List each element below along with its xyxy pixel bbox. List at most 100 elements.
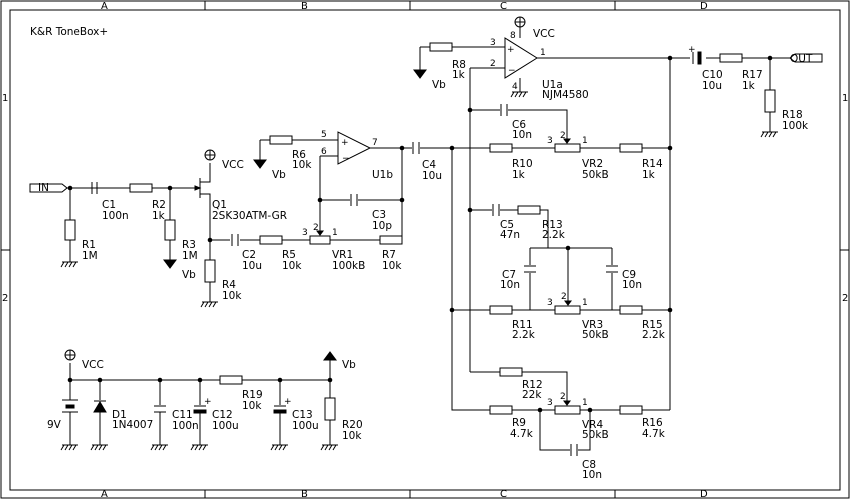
vb-icon — [323, 351, 337, 361]
power-rail-symbols: VCC VCC VCC Vb Vb Vb Vb — [64, 16, 555, 371]
ref-d1: D1 — [112, 409, 127, 421]
value-c8: 10n — [582, 469, 602, 481]
vb-label-r6: Vb — [272, 169, 286, 181]
value-r4: 10k — [222, 290, 242, 302]
resistor-r18 — [764, 89, 776, 113]
ref-r2: R2 — [152, 199, 166, 211]
value-r7: 10k — [382, 260, 402, 272]
ref-r12: R12 — [522, 379, 543, 391]
capacitor-c7 — [524, 265, 536, 273]
vcc-icon — [514, 16, 526, 28]
value-r18: 100k — [782, 120, 809, 132]
ref-c4: C4 — [422, 159, 436, 171]
value-c12: 100u — [212, 420, 239, 432]
input-port: IN — [29, 182, 68, 194]
ref-r16: R16 — [642, 417, 663, 429]
value-r16: 4.7k — [642, 428, 666, 440]
ref-r15: R15 — [642, 319, 663, 331]
part-q1: 2SK30ATM-GR — [212, 210, 287, 222]
svg-text:3: 3 — [302, 228, 308, 238]
resistor-r19 — [219, 375, 243, 385]
resistor-r3 — [164, 219, 176, 241]
pot-vr2: 3 2 1 — [547, 131, 588, 153]
ground-icon — [270, 444, 288, 451]
resistor-r16 — [619, 405, 643, 415]
ref-c12: C12 — [212, 409, 233, 421]
value-r14: 1k — [642, 169, 656, 181]
capacitor-c10: + — [688, 45, 702, 65]
svg-text:1: 1 — [582, 398, 588, 408]
part-d1: 1N4007 — [112, 419, 153, 431]
frame-col-c-bottom: C — [500, 489, 507, 500]
svg-text:3: 3 — [547, 398, 553, 408]
ref-c3: C3 — [372, 209, 386, 221]
svg-text:+: + — [204, 397, 212, 407]
ref-vr4: VR4 — [582, 419, 603, 431]
svg-text:1: 1 — [332, 228, 338, 238]
frame-row-1-right: 1 — [842, 93, 848, 104]
resistor-r7 — [379, 235, 403, 245]
svg-text:5: 5 — [321, 130, 327, 140]
resistor-r14 — [619, 143, 643, 153]
ref-c7: C7 — [502, 269, 516, 281]
value-c1: 100n — [102, 210, 129, 222]
value-r13: 2.2k — [542, 229, 566, 241]
ground-icon — [190, 444, 208, 451]
resistor-r20 — [324, 397, 336, 421]
resistor-r17 — [719, 53, 743, 63]
value-r11: 2.2k — [512, 329, 536, 341]
ref-r4: R4 — [222, 279, 236, 291]
ref-r20: R20 — [342, 419, 363, 431]
frame-row-2-left: 2 — [2, 293, 8, 304]
vb-icon — [413, 69, 427, 79]
svg-text:3: 3 — [547, 298, 553, 308]
ref-r17: R17 — [742, 69, 763, 81]
ref-vr3: VR3 — [582, 319, 603, 331]
resistor-r15 — [619, 305, 643, 315]
ref-vr2: VR2 — [582, 158, 603, 170]
resistor-r10 — [489, 143, 513, 153]
pot-vr1: 3 2 1 — [302, 223, 338, 245]
ref-r14: R14 — [642, 158, 663, 170]
svg-text:3: 3 — [490, 38, 496, 48]
frame-col-c-top: C — [500, 1, 507, 12]
svg-text:2: 2 — [561, 292, 567, 302]
svg-text:8: 8 — [510, 31, 516, 41]
svg-text:2: 2 — [560, 392, 566, 402]
value-c11: 100n — [172, 420, 199, 432]
pot-vr4: 3 2 1 — [547, 392, 588, 415]
resistor-r6 — [269, 135, 293, 145]
svg-text:+: + — [688, 45, 696, 55]
frame-col-d-top: D — [700, 1, 708, 12]
value-vr2: 50kB — [582, 169, 609, 181]
svg-text:+: + — [507, 45, 515, 55]
ground-icon — [60, 261, 78, 268]
vb-label-r8: Vb — [432, 79, 446, 91]
value-c9: 10n — [622, 279, 642, 291]
ref-c6: C6 — [512, 119, 526, 131]
value-r19: 10k — [242, 400, 262, 412]
frame-col-a-top: A — [101, 1, 108, 12]
ref-r7: R7 — [382, 249, 396, 261]
capacitor-c9 — [606, 265, 618, 273]
ref-r5: R5 — [282, 249, 296, 261]
value-r2: 1k — [152, 210, 166, 222]
svg-text:−: − — [342, 154, 350, 164]
schematic-title: K&R ToneBox+ — [30, 26, 108, 38]
ground-icon — [150, 444, 168, 451]
svg-text:−: − — [508, 66, 516, 76]
value-vr3: 50kB — [582, 329, 609, 341]
input-port-label: IN — [38, 182, 49, 194]
ref-u1a: U1a — [542, 79, 563, 91]
ref-c2: C2 — [242, 249, 256, 261]
ref-r6: R6 — [292, 149, 306, 161]
vb-label-r3: Vb — [182, 269, 196, 281]
vcc-label-u1a: VCC — [533, 28, 555, 40]
value-c6: 10n — [512, 129, 532, 141]
resistor-r2 — [129, 183, 153, 193]
capacitor-c12: + — [193, 397, 212, 414]
value-vr4: 50kB — [582, 429, 609, 441]
capacitor-c4 — [412, 142, 420, 154]
ref-c9: C9 — [622, 269, 636, 281]
